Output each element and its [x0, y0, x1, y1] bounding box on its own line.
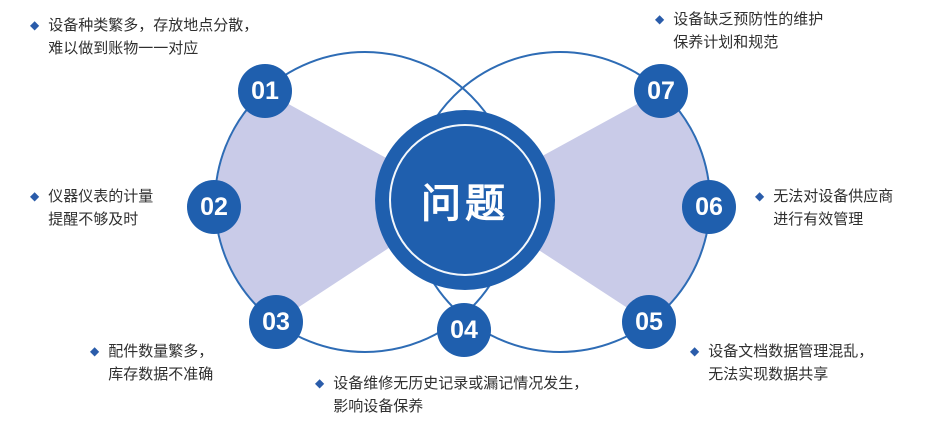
problem-text-04: 设备维修无历史记录或漏记情况发生， 影响设备保养: [333, 372, 588, 418]
problem-label-03: ◆ 配件数量繁多， 库存数据不准确: [90, 340, 213, 386]
right-wedge-shape: [462, 91, 710, 322]
step-03-number: 03: [262, 307, 290, 336]
problem-label-07: ◆ 设备缺乏预防性的维护 保养计划和规范: [655, 8, 823, 54]
problem-text-03-line1: 配件数量繁多，: [108, 343, 214, 360]
diamond-bullet-icon: ◆: [655, 12, 665, 26]
problem-text-07-line2: 保养计划和规范: [673, 34, 779, 51]
diamond-bullet-icon: ◆: [755, 189, 765, 203]
problem-text-06-line2: 进行有效管理: [773, 211, 864, 228]
problem-text-01-line1: 设备种类繁多，存放地点分散，: [48, 17, 259, 34]
problem-text-03: 配件数量繁多， 库存数据不准确: [108, 340, 213, 386]
step-04-number: 04: [450, 315, 478, 344]
problem-text-04-line1: 设备维修无历史记录或漏记情况发生，: [333, 375, 589, 392]
center-problem-label: 问题: [389, 124, 541, 276]
step-03-badge: 03: [249, 295, 303, 349]
diamond-bullet-icon: ◆: [90, 344, 100, 358]
problem-text-07-line1: 设备缺乏预防性的维护: [673, 11, 824, 28]
step-05-number: 05: [635, 307, 663, 336]
left-wedge-shape: [215, 91, 462, 322]
problem-label-05: ◆ 设备文档数据管理混乱， 无法实现数据共享: [690, 340, 873, 386]
step-04-badge: 04: [437, 303, 491, 357]
step-01-number: 01: [251, 76, 279, 105]
problem-text-07: 设备缺乏预防性的维护 保养计划和规范: [673, 8, 823, 54]
step-07-number: 07: [647, 76, 675, 105]
problem-text-01-line2: 难以做到账物一一对应: [48, 40, 199, 57]
step-05-badge: 05: [622, 295, 676, 349]
problem-text-02: 仪器仪表的计量 提醒不够及时: [48, 185, 153, 231]
step-06-badge: 06: [682, 180, 736, 234]
step-02-number: 02: [200, 192, 228, 221]
center-problem-circle: 问题: [375, 110, 555, 290]
diamond-bullet-icon: ◆: [30, 189, 40, 203]
step-07-badge: 07: [634, 64, 688, 118]
problem-text-01: 设备种类繁多，存放地点分散， 难以做到账物一一对应: [48, 14, 258, 60]
step-01-badge: 01: [238, 64, 292, 118]
problem-label-01: ◆ 设备种类繁多，存放地点分散， 难以做到账物一一对应: [30, 14, 258, 60]
problem-text-04-line2: 影响设备保养: [333, 398, 424, 415]
problem-label-06: ◆ 无法对设备供应商 进行有效管理: [755, 185, 893, 231]
step-02-badge: 02: [187, 180, 241, 234]
problem-text-05: 设备文档数据管理混乱， 无法实现数据共享: [708, 340, 873, 386]
step-06-number: 06: [695, 192, 723, 221]
diamond-bullet-icon: ◆: [30, 18, 40, 32]
problem-text-02-line2: 提醒不够及时: [48, 211, 139, 228]
problem-text-06: 无法对设备供应商 进行有效管理: [773, 185, 893, 231]
diamond-bullet-icon: ◆: [315, 376, 325, 390]
problem-label-04: ◆ 设备维修无历史记录或漏记情况发生， 影响设备保养: [315, 372, 588, 418]
problem-text-05-line1: 设备文档数据管理混乱，: [708, 343, 874, 360]
problem-text-06-line1: 无法对设备供应商: [773, 188, 894, 205]
problem-label-02: ◆ 仪器仪表的计量 提醒不够及时: [30, 185, 153, 231]
problem-text-02-line1: 仪器仪表的计量: [48, 188, 154, 205]
problem-text-05-line2: 无法实现数据共享: [708, 366, 829, 383]
diamond-bullet-icon: ◆: [690, 344, 700, 358]
problem-text-03-line2: 库存数据不准确: [108, 366, 214, 383]
